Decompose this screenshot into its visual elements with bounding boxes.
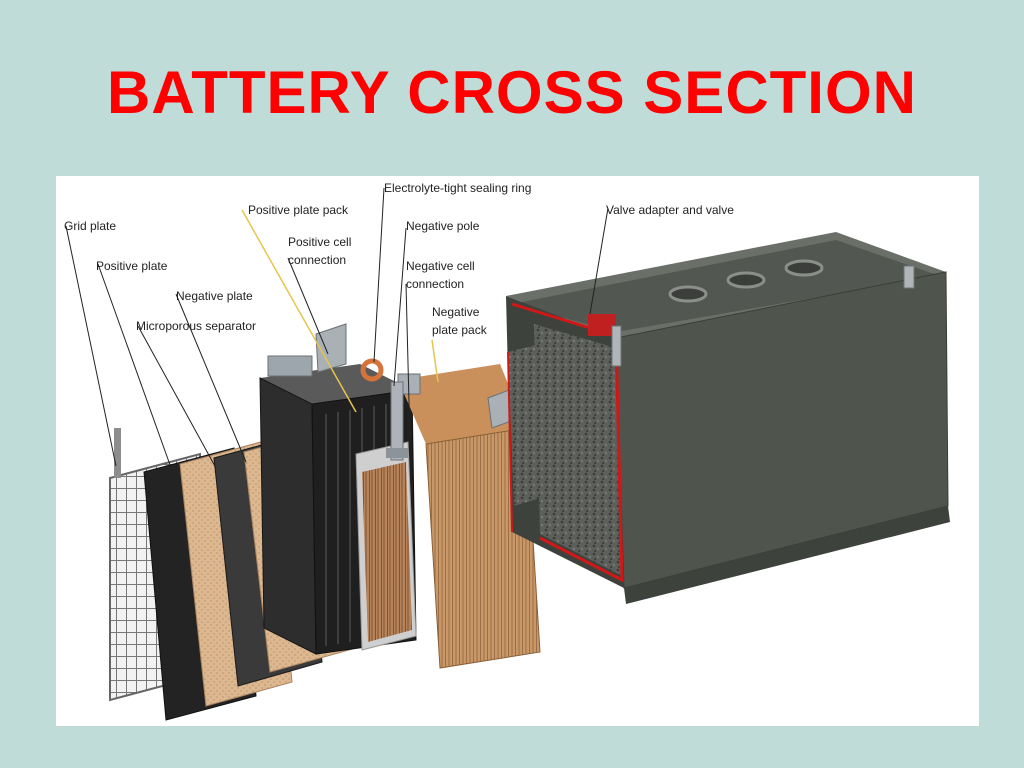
label-positive-cell-connection-2: connection	[288, 253, 346, 267]
label-negative-cell-connection-2: connection	[406, 277, 464, 291]
negative-pack-leader	[431, 339, 439, 383]
battery-diagram: Grid plate Positive plate Negative plate…	[56, 176, 979, 726]
label-valve-adapter: Valve adapter and valve	[606, 203, 734, 217]
cell-tray	[355, 441, 417, 651]
label-positive-plate: Positive plate	[96, 259, 168, 273]
label-negative-plate-pack-1: Negative	[432, 305, 480, 319]
sealing-ring	[360, 358, 384, 382]
slide-title: BATTERY CROSS SECTION	[107, 59, 917, 126]
label-positive-plate-pack: Positive plate pack	[248, 203, 349, 217]
leader-lines	[65, 187, 609, 477]
label-negative-pole: Negative pole	[406, 219, 480, 233]
label-sealing-ring: Electrolyte-tight sealing ring	[384, 181, 531, 195]
label-microporous-separator: Microporous separator	[136, 319, 256, 333]
label-negative-plate: Negative plate	[176, 289, 253, 303]
label-negative-plate-pack-2: plate pack	[432, 323, 488, 337]
label-negative-cell-connection-1: Negative cell	[406, 259, 475, 273]
positive-pack-leader	[241, 209, 357, 413]
battery-illustration: Grid plate Positive plate Negative plate…	[64, 181, 950, 721]
battery-case	[506, 232, 950, 604]
label-grid-plate: Grid plate	[64, 219, 116, 233]
label-positive-cell-connection-1: Positive cell	[288, 235, 351, 249]
